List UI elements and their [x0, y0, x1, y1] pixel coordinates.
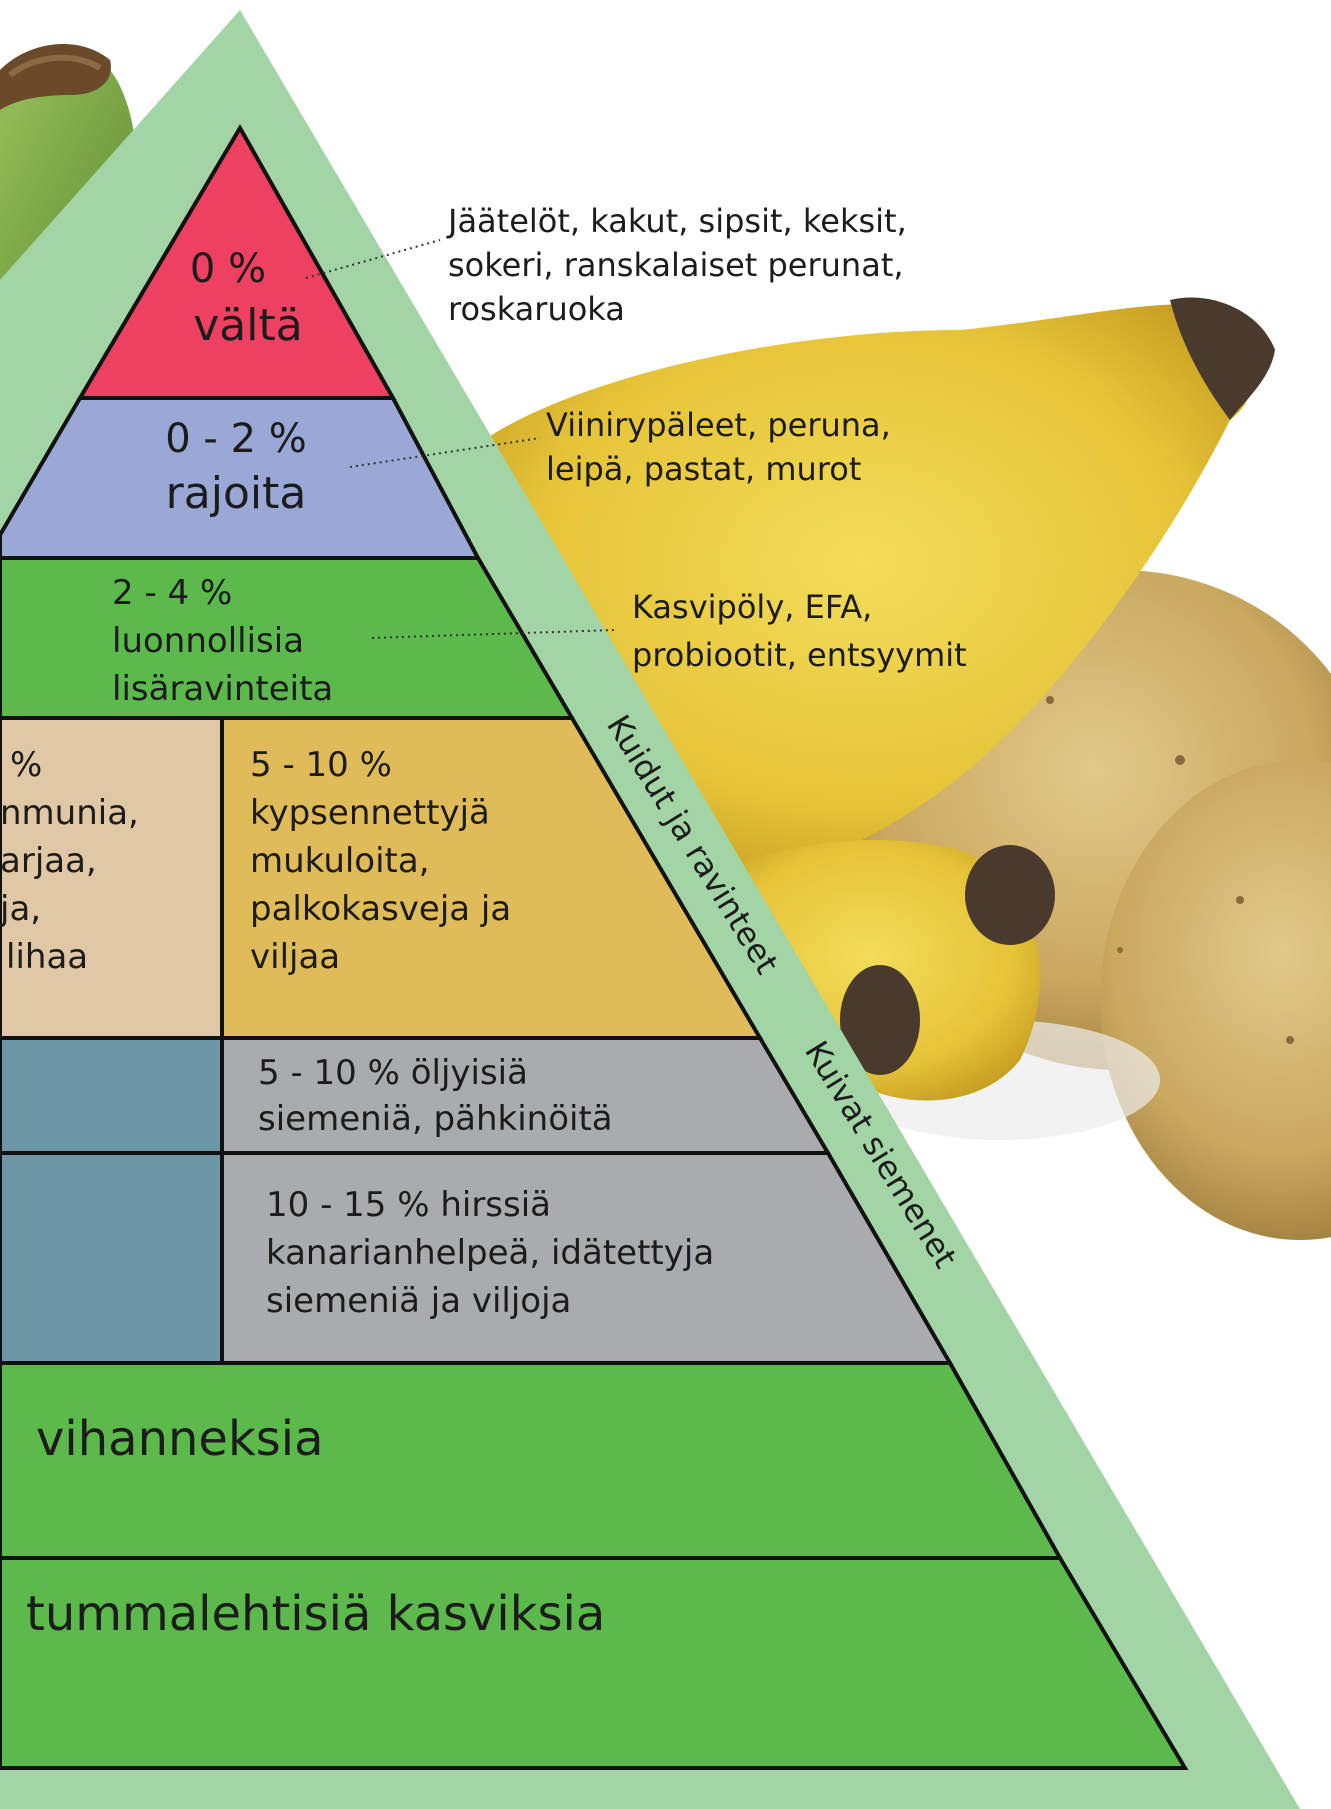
callout-supplements-line1: Kasvipöly, EFA,	[632, 588, 872, 626]
protein-line3: arjaa,	[0, 841, 97, 881]
protein-line2: nmunia,	[0, 793, 139, 833]
millet-line1: 10 - 15 % hirssiä	[266, 1185, 551, 1225]
callout-avoid-line1: Jäätelöt, kakut, sipsit, keksit,	[446, 202, 907, 240]
callout-limit-line2: leipä, pastat, murot	[546, 450, 861, 488]
vegetables-label: vihanneksia	[36, 1411, 324, 1467]
millet-line3: siemeniä ja viljoja	[266, 1281, 571, 1321]
tubers-line4: palkokasveja ja	[250, 889, 511, 929]
avoid-label: vältä	[193, 300, 302, 351]
protein-line1: %	[10, 745, 42, 785]
tubers-line2: kypsennettyjä	[250, 793, 490, 833]
band-seed-left-bottom	[0, 1153, 222, 1363]
millet-line2: kanarianhelpeä, idätettyja	[266, 1233, 714, 1273]
oily-seeds-line2: siemeniä, pähkinöitä	[258, 1099, 613, 1139]
callout-supplements-line2: probiootit, entsyymit	[632, 636, 967, 674]
supplements-percent: 2 - 4 %	[112, 573, 232, 613]
supplements-line3: lisäravinteita	[112, 669, 333, 709]
oily-seeds-line1: 5 - 10 % öljyisiä	[258, 1053, 528, 1093]
avoid-percent: 0 %	[190, 246, 266, 292]
supplements-line2: luonnollisia	[112, 621, 304, 661]
protein-line4: ja,	[0, 889, 41, 929]
callout-avoid-line2: sokeri, ranskalaiset perunat,	[448, 246, 904, 284]
tubers-line3: mukuloita,	[250, 841, 430, 881]
tubers-percent: 5 - 10 %	[250, 745, 392, 785]
callout-avoid-line3: roskaruoka	[448, 290, 625, 328]
tubers-line5: viljaa	[250, 937, 340, 977]
limit-label: rajoita	[166, 468, 307, 519]
callout-limit-line1: Viinirypäleet, peruna,	[546, 406, 891, 444]
band-seed-left-top	[0, 1038, 222, 1153]
protein-line5: lihaa	[6, 937, 88, 977]
leafy-label: tummalehtisiä kasviksia	[26, 1586, 605, 1642]
limit-percent: 0 - 2 %	[165, 416, 306, 462]
